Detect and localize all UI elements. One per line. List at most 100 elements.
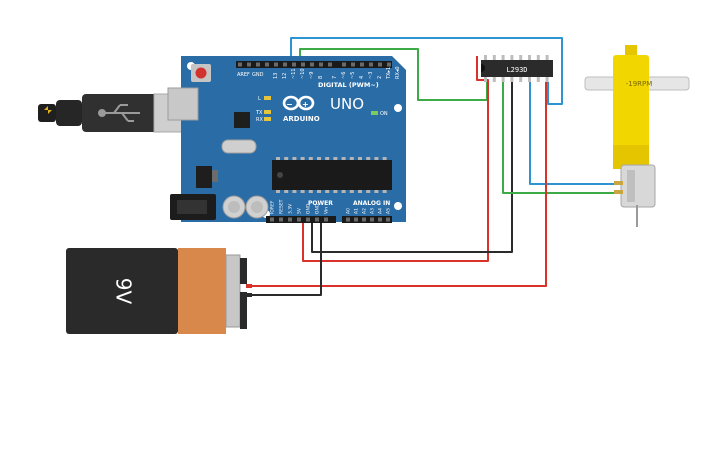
analog-header-holes[interactable] (346, 217, 390, 222)
digital-pin-hole[interactable] (256, 62, 260, 67)
analog-pin-hole[interactable] (346, 217, 350, 222)
power-pin-hole[interactable] (306, 217, 310, 222)
svg-text:RX: RX (256, 117, 263, 123)
digital-pin-hole[interactable] (301, 62, 305, 67)
power-pin-label: 5V (297, 207, 303, 214)
l293d-pin[interactable] (501, 77, 505, 82)
uno-label: UNO (330, 95, 364, 113)
analog-pin-hole[interactable] (362, 217, 366, 222)
digital-pin-hole[interactable] (369, 62, 373, 67)
digital-pin-label: 2 (377, 76, 383, 79)
svg-text:−: − (286, 100, 293, 109)
l293d-pin[interactable] (536, 77, 540, 82)
l293d-pin[interactable] (492, 55, 496, 60)
digital-pin-hole[interactable] (387, 62, 391, 67)
battery-9v[interactable]: 9V (66, 248, 252, 334)
analog-pin-hole[interactable] (378, 217, 382, 222)
digital-header-holes[interactable] (238, 62, 391, 67)
wire-green-motor (502, 82, 614, 194)
wire-blue-motor (529, 82, 614, 185)
digital-pin-hole[interactable] (310, 62, 314, 67)
wire-black-1 (311, 82, 513, 253)
power-pin-hole[interactable] (279, 217, 283, 222)
l293d-pin[interactable] (545, 55, 549, 60)
aref-label: AREF (237, 72, 250, 78)
power-pin-hole[interactable] (315, 217, 319, 222)
digital-pin-hole[interactable] (238, 62, 242, 67)
led-indicators: L TX RX ON (255, 96, 388, 123)
arduino-logo-text: ARDUINO (283, 115, 320, 123)
digital-pin-label: 8 (318, 76, 324, 79)
digital-pin-hole[interactable] (378, 62, 382, 67)
l293d-pin[interactable] (484, 55, 487, 60)
digital-pin-hole[interactable] (274, 62, 278, 67)
digital-pin-hole[interactable] (351, 62, 355, 67)
analog-pin-hole[interactable] (386, 217, 390, 222)
analog-in-label: ANALOG IN (353, 200, 390, 207)
l293d-pin[interactable] (545, 77, 549, 82)
digital-pin-label: ~10 (300, 68, 306, 79)
wire-red-1 (302, 56, 489, 262)
digital-pin-hole[interactable] (283, 62, 287, 67)
l293d-pin[interactable] (528, 55, 531, 60)
svg-text:L: L (258, 96, 261, 102)
digital-pin-hole[interactable] (247, 62, 251, 67)
arduino-logo-icon (282, 95, 315, 111)
digital-label: DIGITAL (PWM~) (318, 81, 379, 89)
power-pin-hole[interactable] (324, 217, 328, 222)
battery-label: 9V (112, 278, 136, 305)
digital-pin-label: 4 (359, 76, 365, 79)
analog-pin-label: A3 (370, 208, 376, 214)
power-pin-label: GND (306, 203, 312, 214)
l293d-pin[interactable] (484, 77, 487, 82)
l293d-pin[interactable] (519, 77, 523, 82)
digital-pin-label: 12 (282, 73, 288, 79)
analog-pin-label: A0 (346, 208, 352, 214)
digital-pin-label: ~5 (350, 72, 356, 79)
digital-pin-hole[interactable] (328, 62, 332, 67)
reset-button[interactable] (191, 64, 211, 82)
l293d-pin[interactable] (519, 55, 523, 60)
analog-pin-label: A1 (354, 208, 360, 214)
l293d-pin[interactable] (510, 77, 514, 82)
power-pin-hole[interactable] (297, 217, 301, 222)
l293d-pin[interactable] (510, 55, 514, 60)
analog-pin-label: A4 (378, 208, 384, 214)
l293d-pin[interactable] (536, 55, 540, 60)
capacitors (222, 195, 269, 219)
digital-pin-label: 13 (273, 73, 279, 79)
svg-text:TX: TX (255, 110, 263, 116)
power-label: POWER (308, 200, 333, 207)
l293d-label: L293D (506, 66, 527, 74)
usb-icon (98, 104, 140, 122)
l293d-pin[interactable] (501, 55, 505, 60)
atmega-chip (272, 157, 392, 193)
power-pin-hole[interactable] (288, 217, 292, 222)
digital-pin-hole[interactable] (265, 62, 269, 67)
analog-pin-hole[interactable] (354, 217, 358, 222)
digital-pin-label: TX▸1 (386, 67, 392, 80)
power-pin-label: RESET (279, 199, 285, 214)
wire-black-battery (250, 222, 322, 296)
l293d-chip[interactable]: L293D (481, 55, 553, 82)
power-pin-hole[interactable] (270, 217, 274, 222)
digital-pin-hole[interactable] (319, 62, 323, 67)
digital-pin-hole[interactable] (292, 62, 296, 67)
analog-pin-label: A2 (362, 208, 368, 214)
power-header-holes[interactable] (270, 217, 328, 222)
digital-pin-hole[interactable] (360, 62, 364, 67)
dc-gear-motor[interactable]: -19RPM (584, 45, 690, 227)
l293d-pin[interactable] (528, 77, 531, 82)
wire-blue-top (290, 37, 563, 105)
motor-speed-label: -19RPM (626, 80, 653, 88)
digital-pin-hole[interactable] (342, 62, 346, 67)
l293d-pin[interactable] (492, 77, 496, 82)
digital-pin-label: RX◂0 (395, 66, 401, 79)
analog-pin-hole[interactable] (370, 217, 374, 222)
